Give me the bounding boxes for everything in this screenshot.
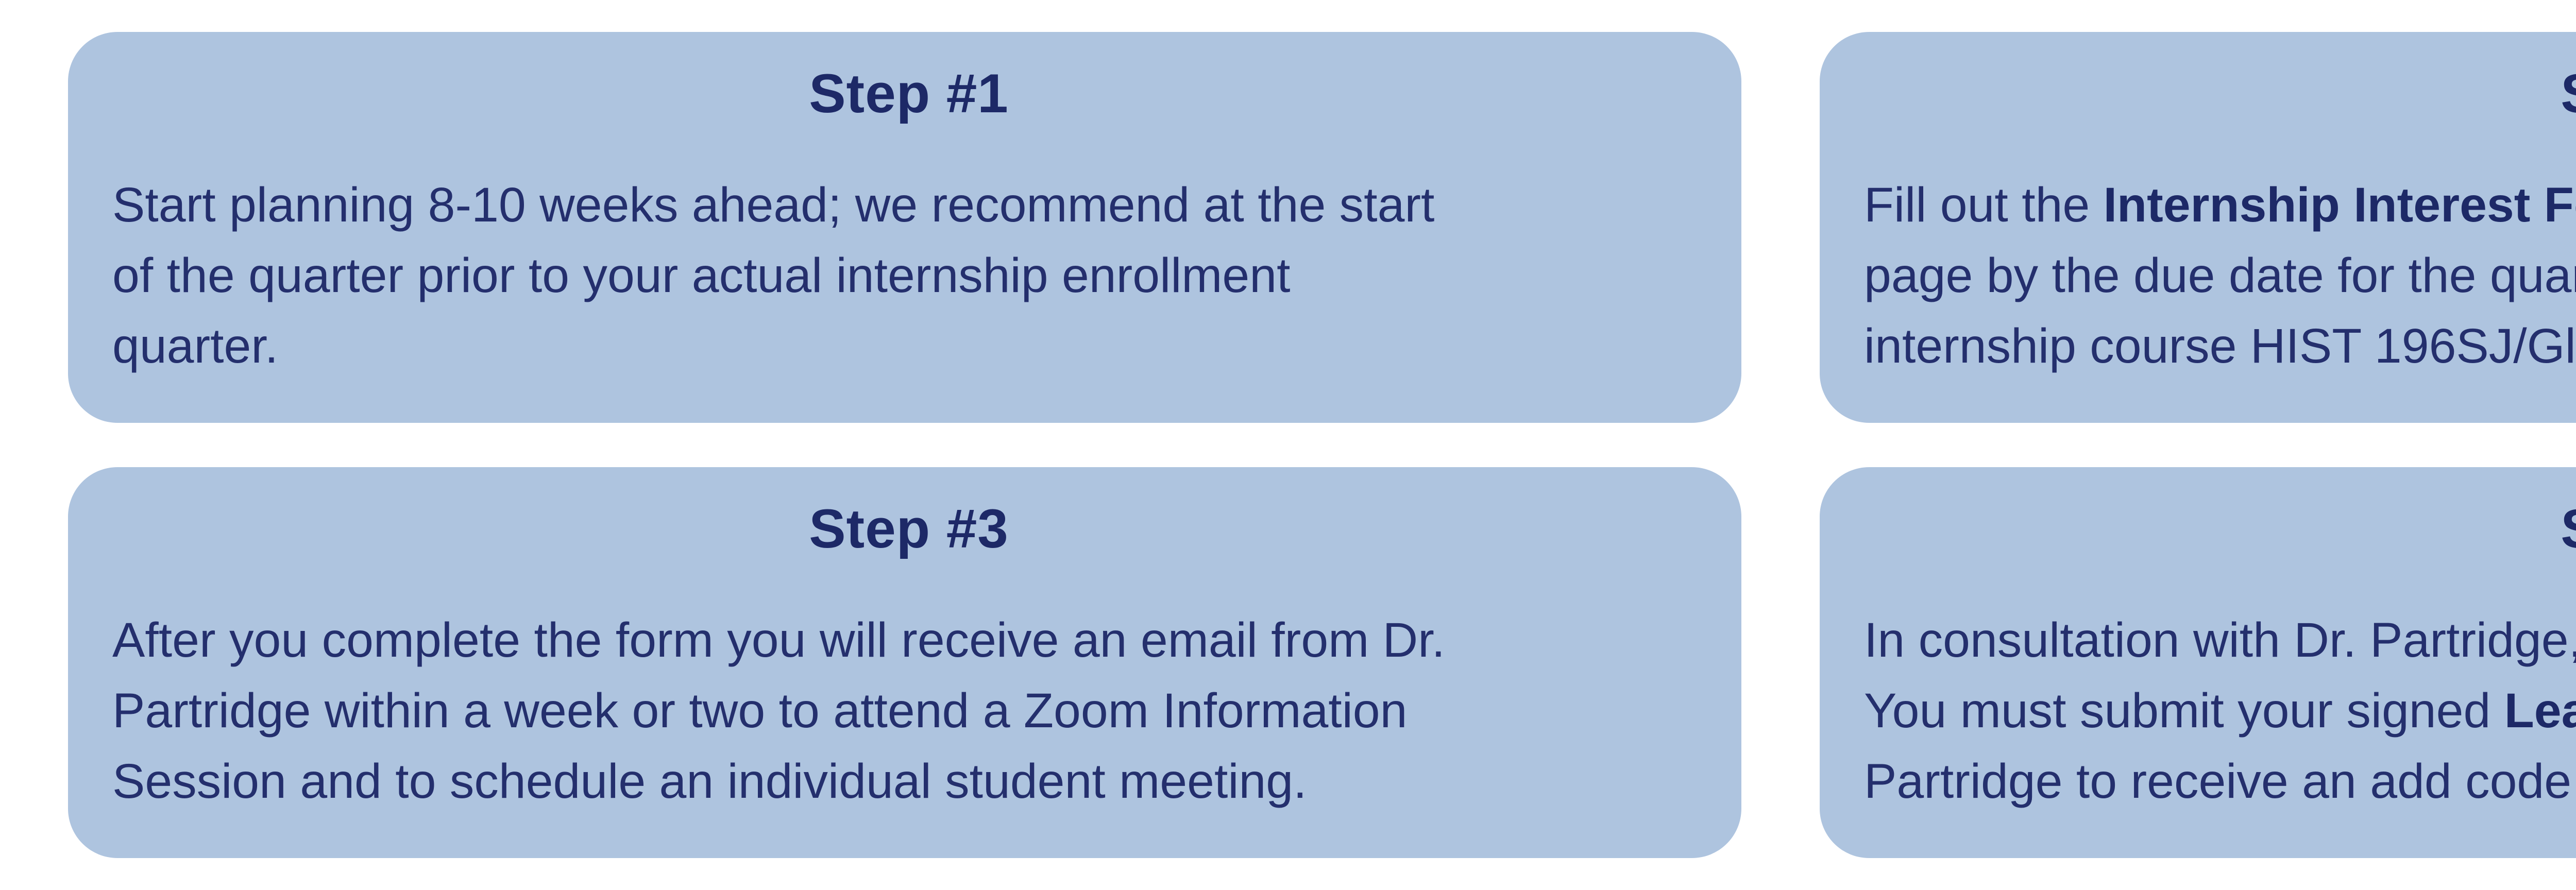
body-text: Fill out the — [1864, 177, 2104, 232]
step-card-4: Step #4 In consultation with Dr. Partrid… — [1820, 467, 2576, 858]
step-1-body: Start planning 8-10 weeks ahead; we reco… — [112, 170, 1705, 382]
bold-text: Learning Agreement Form — [2504, 683, 2576, 738]
step-card-1: Step #1 Start planning 8-10 weeks ahead;… — [68, 32, 1741, 423]
body-text: quarter. — [112, 318, 279, 373]
body-text: Session and to schedule an individual st… — [112, 754, 1307, 809]
step-3-body: After you complete the form you will rec… — [112, 605, 1705, 817]
step-body-line: Fill out the Internship Interest Form lo… — [1864, 170, 2576, 241]
step-2-title: Step #2 — [1864, 62, 2576, 125]
step-4-title: Step #4 — [1864, 498, 2576, 560]
body-text: of the quarter prior to your actual inte… — [112, 248, 1291, 303]
body-text: page by the due date for the quarter you… — [1864, 248, 2576, 303]
step-body-line: page by the due date for the quarter you… — [1864, 241, 2576, 311]
body-text: After you complete the form you will rec… — [112, 612, 1446, 668]
step-card-3: Step #3 After you complete the form you … — [68, 467, 1741, 858]
step-body-line: of the quarter prior to your actual inte… — [112, 241, 1705, 311]
step-body-line: internship course HIST 196SJ/GlOBL 196SJ… — [1864, 311, 2576, 382]
step-body-line: quarter. — [112, 311, 1705, 382]
step-4-body: In consultation with Dr. Partridge, you … — [1864, 605, 2576, 817]
step-body-line: In consultation with Dr. Partridge, you … — [1864, 605, 2576, 676]
step-3-title: Step #3 — [809, 498, 1009, 559]
step-body-line: Partridge within a week or two to attend… — [112, 676, 1705, 746]
body-text: Start planning 8-10 weeks ahead; we reco… — [112, 177, 1435, 232]
body-text: Partridge to receive an add code for HIS… — [1864, 754, 2576, 809]
step-body-line: Start planning 8-10 weeks ahead; we reco… — [112, 170, 1705, 241]
body-text: internship course HIST 196SJ/GlOBL 196SJ… — [1864, 318, 2576, 373]
step-body-line: After you complete the form you will rec… — [112, 605, 1705, 676]
step-body-line: Session and to schedule an individual st… — [112, 746, 1705, 817]
step-card-2: Step #2 Fill out the Internship Interest… — [1820, 32, 2576, 423]
step-1-title: Step #1 — [809, 62, 1009, 124]
step-2-body: Fill out the Internship Interest Form lo… — [1864, 170, 2576, 382]
step-body-line: You must submit your signed Learning Agr… — [1864, 676, 2576, 746]
body-text: Partridge within a week or two to attend… — [112, 683, 1408, 738]
body-text: In consultation with Dr. Partridge, you … — [1864, 612, 2576, 668]
step-body-line: Partridge to receive an add code for HIS… — [1864, 746, 2576, 817]
body-text: You must submit your signed — [1864, 683, 2504, 738]
bold-text: Internship Interest Form — [2103, 177, 2576, 232]
